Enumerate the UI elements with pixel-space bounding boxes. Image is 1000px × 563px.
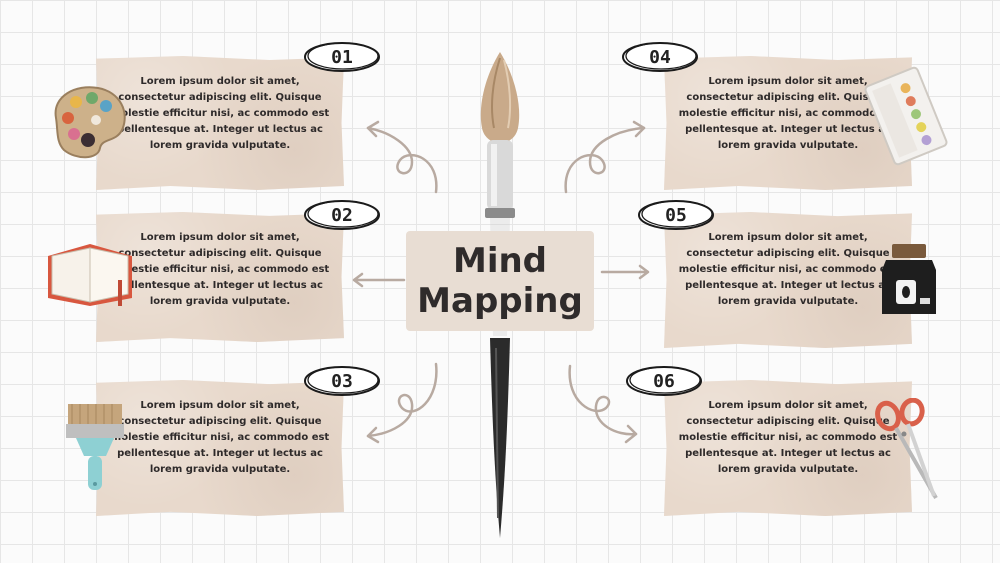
card-01: Lorem ipsum dolor sit amet, consectetur …: [96, 56, 344, 190]
card-01-text: Lorem ipsum dolor sit amet, consectetur …: [110, 76, 330, 151]
number-badge-04: 04: [620, 40, 700, 74]
title-line-1: Mind: [452, 241, 548, 281]
card-06-text: Lorem ipsum dolor sit amet, consectetur …: [678, 400, 898, 475]
number-03: 03: [331, 370, 353, 392]
card-05-text: Lorem ipsum dolor sit amet, consectetur …: [678, 232, 898, 307]
number-02: 02: [331, 204, 353, 226]
card-06: Lorem ipsum dolor sit amet, consectetur …: [664, 380, 912, 516]
number-01: 01: [331, 46, 353, 68]
number-badge-05: 05: [636, 198, 716, 232]
card-04: Lorem ipsum dolor sit amet, consectetur …: [664, 56, 912, 190]
arrow-to-03: [366, 362, 438, 444]
title-line-2: Mapping: [417, 281, 583, 321]
number-badge-02: 02: [302, 198, 382, 232]
number-04: 04: [649, 46, 671, 68]
card-04-text: Lorem ipsum dolor sit amet, consectetur …: [678, 76, 898, 151]
card-03-text: Lorem ipsum dolor sit amet, consectetur …: [110, 400, 330, 475]
arrow-to-04: [564, 120, 646, 194]
arrow-to-02: [352, 272, 406, 288]
ink-bottle-icon: [882, 244, 936, 314]
central-title: Mind Mapping: [406, 231, 594, 331]
card-02-text: Lorem ipsum dolor sit amet, consectetur …: [110, 232, 330, 307]
paint-brush-icon: [66, 404, 124, 490]
card-05: Lorem ipsum dolor sit amet, consectetur …: [664, 212, 912, 348]
number-badge-03: 03: [302, 364, 382, 398]
number-badge-01: 01: [302, 40, 382, 74]
scissors-icon: [875, 398, 938, 499]
number-badge-06: 06: [624, 364, 704, 398]
number-06: 06: [653, 370, 675, 392]
watercolor-palette-icon: [864, 66, 948, 166]
paint-palette-icon: [54, 86, 126, 159]
number-05: 05: [665, 204, 687, 226]
arrow-to-01: [366, 120, 438, 194]
arrow-to-05: [600, 264, 650, 280]
card-03: Lorem ipsum dolor sit amet, consectetur …: [96, 380, 344, 516]
arrow-to-06: [568, 364, 638, 444]
card-02: Lorem ipsum dolor sit amet, consectetur …: [96, 212, 344, 342]
open-book-icon: [48, 244, 132, 306]
